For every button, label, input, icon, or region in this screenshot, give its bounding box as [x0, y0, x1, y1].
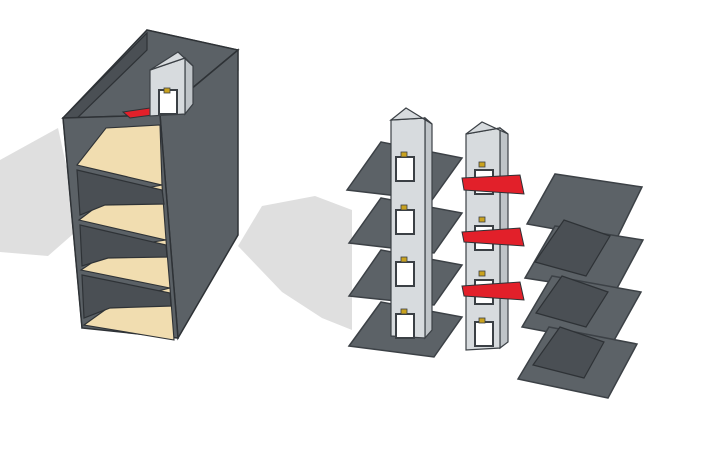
building-elevator-door: [158, 89, 178, 115]
loose-slab-gap-2: [535, 275, 609, 328]
tall-shaft-red-slab-3: [461, 281, 525, 301]
tall-shaft-button-3: [478, 270, 486, 277]
slab-stack[interactable]: [516, 173, 645, 399]
ground-shadows: [0, 128, 352, 330]
elevator-shaft-side: [424, 116, 433, 340]
building-elevator-button: [163, 87, 171, 94]
tall-shaft-red-slab-1: [461, 174, 525, 195]
elevator-button-2: [400, 204, 408, 211]
tall-shaft-top: [465, 121, 509, 135]
tall-shaft-button-1: [478, 161, 486, 168]
tall-shaft-door-4: [474, 321, 494, 347]
elevator-door-1: [395, 156, 415, 182]
tall-shaft-red-slab-2: [461, 227, 525, 247]
building-gap-2: [79, 224, 168, 267]
loose-slab-gap-1: [534, 219, 611, 277]
building-elevator-side: [184, 56, 194, 116]
elevator-stack[interactable]: [345, 107, 525, 358]
elevator-door-3: [395, 261, 415, 287]
elevator-door-2: [395, 209, 415, 235]
building-elevator-top: [149, 51, 194, 71]
elevator-button-4: [400, 308, 408, 315]
building-shadow: [0, 128, 80, 256]
loose-slab-gap-3: [532, 326, 605, 379]
building-gap-3: [81, 274, 172, 319]
elevator-door-4: [395, 313, 415, 339]
elevator-button-1: [400, 151, 408, 158]
building-floor-1: [76, 124, 163, 186]
building-shell[interactable]: [61, 29, 240, 341]
elevator-shaft-top: [389, 107, 433, 125]
elevator-stack-shadow: [238, 196, 352, 330]
elevator-button-3: [400, 256, 408, 263]
elevator-doors: [395, 151, 415, 339]
building-gap-1: [76, 169, 165, 216]
tall-shaft-button-4: [478, 317, 486, 324]
tall-shaft-button-2: [478, 216, 486, 223]
